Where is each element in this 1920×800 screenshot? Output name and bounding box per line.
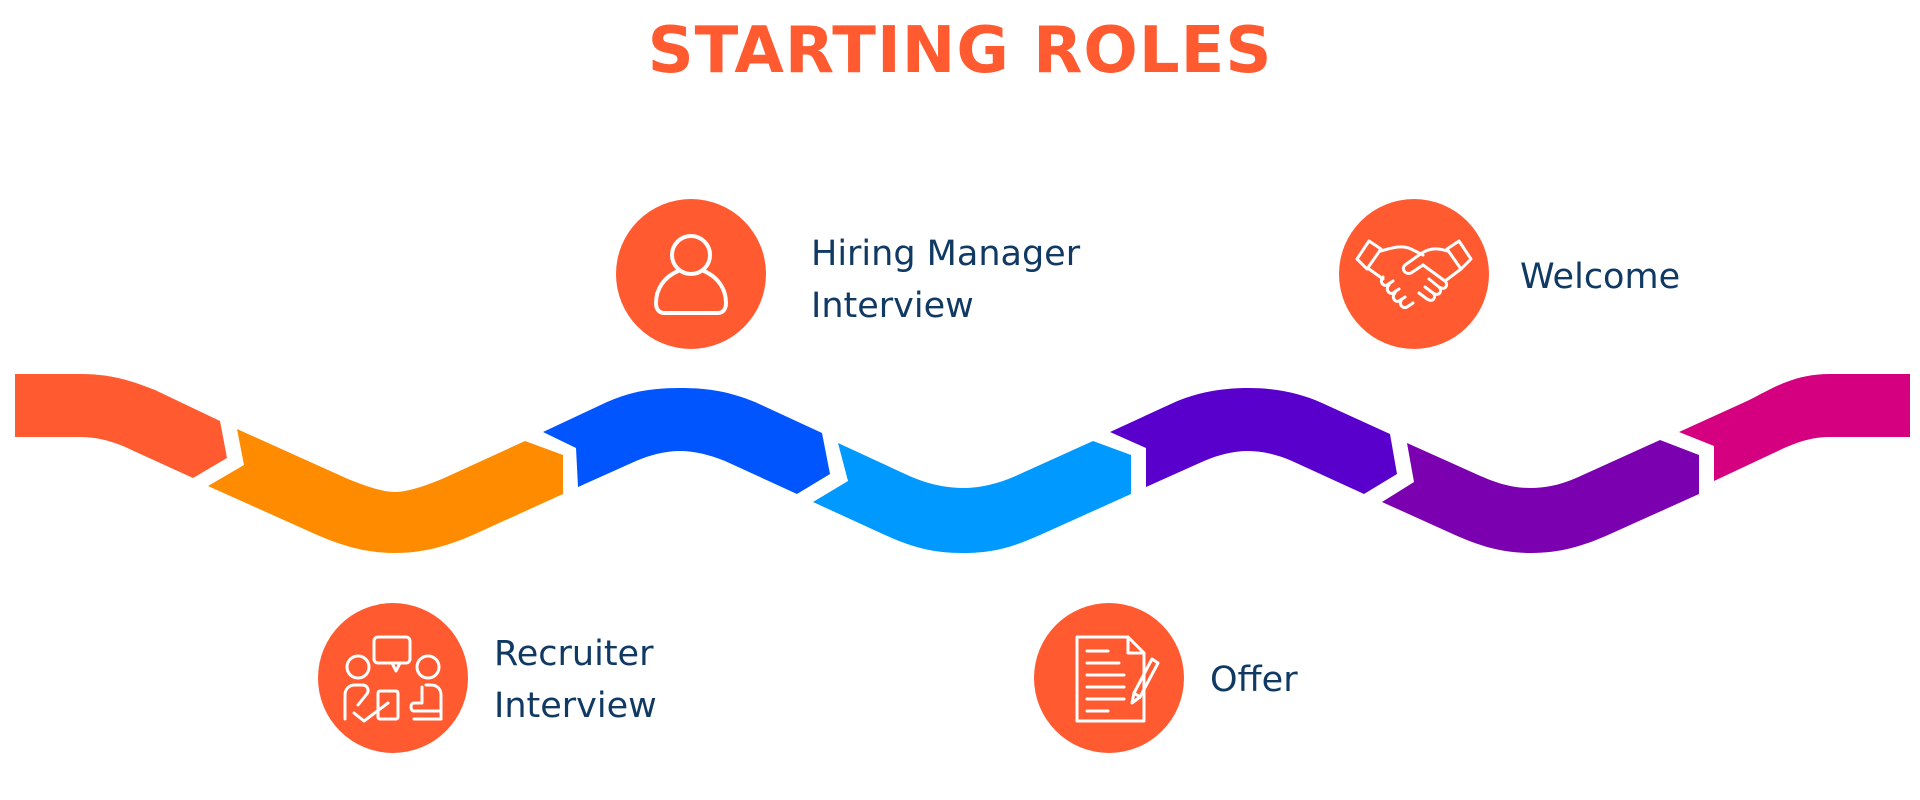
- ribbon-segment-3: [543, 388, 830, 494]
- ribbon-segment-8: [1679, 374, 1910, 481]
- ribbon-segment-7: [1382, 440, 1699, 553]
- handshake-icon: [1355, 239, 1473, 309]
- stage-label-offer: Offer: [1210, 654, 1298, 706]
- stage-label-hiring-manager-interview: Hiring Manager Interview: [811, 228, 1080, 332]
- document-pen-icon: [1075, 635, 1160, 723]
- stage-label-line1: Hiring Manager: [811, 234, 1081, 274]
- stage-label-welcome: Welcome: [1520, 251, 1680, 303]
- stage-label-line2: Interview: [494, 686, 657, 726]
- ribbon-segment-4: [813, 443, 963, 553]
- conversation-icon: [343, 635, 443, 723]
- ribbon-segment-5: [963, 441, 1131, 553]
- stage-label-line1: Offer: [1210, 660, 1298, 700]
- person-icon: [654, 234, 728, 315]
- ribbon-segment-2: [208, 429, 563, 553]
- welcome-icon-circle: [1339, 199, 1489, 349]
- hiring-manager-interview-icon-circle: [616, 199, 766, 349]
- stage-label-line2: Interview: [811, 286, 974, 326]
- stage-label-line1: Recruiter: [494, 634, 654, 674]
- stage-label-line1: Welcome: [1520, 257, 1681, 297]
- offer-icon-circle: [1034, 603, 1184, 753]
- ribbon-segment-1: [15, 374, 227, 478]
- page-title: STARTING ROLES: [647, 14, 1273, 88]
- stage-label-recruiter-interview: Recruiter Interview: [494, 628, 657, 732]
- ribbon-segment-6: [1110, 388, 1397, 494]
- recruiter-interview-icon-circle: [318, 603, 468, 753]
